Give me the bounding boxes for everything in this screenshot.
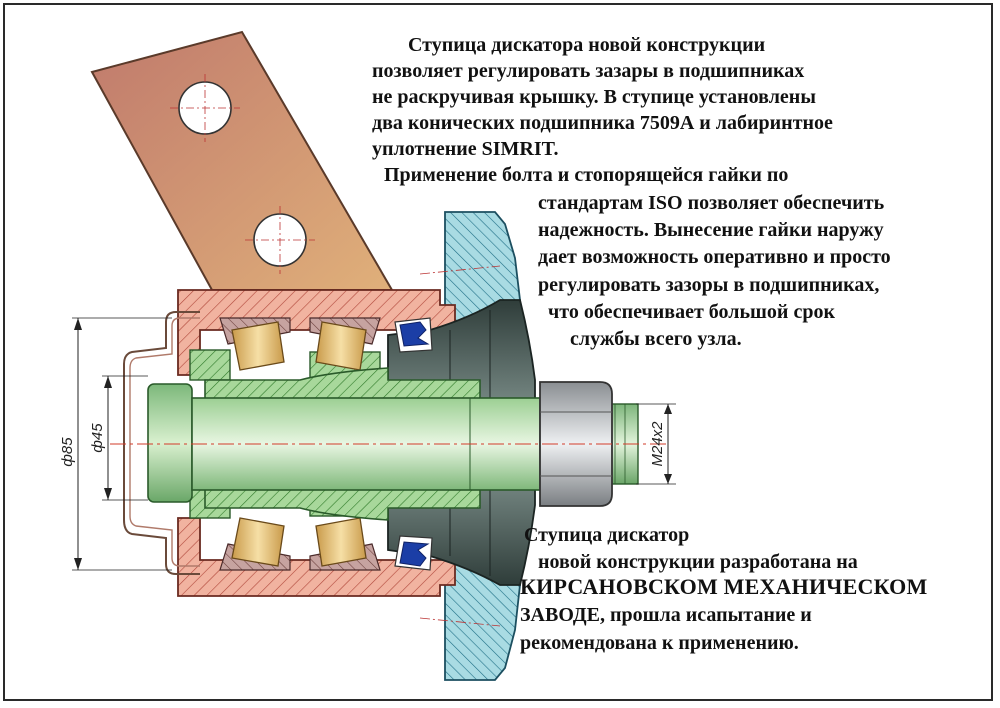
- dimension-lines: [72, 317, 676, 571]
- top-text-line-1: Ступица дискатора новой конструкции: [408, 34, 766, 56]
- labyrinth-seal: [394, 317, 433, 571]
- top-text-line-12: службы всего узла.: [570, 328, 742, 350]
- top-text-line-9: дает возможность оперативно и просто: [538, 246, 891, 268]
- top-text-line-11: что обеспечивает большой срок: [548, 301, 835, 323]
- bottom-text-line-3: КИРСАНОВСКОМ МЕХАНИЧЕСКОМ: [520, 574, 928, 599]
- top-text-line-4: два конических подшипника 7509А и лабири…: [372, 112, 833, 134]
- bottom-text-line-2: новой конструкции разработана на: [538, 551, 858, 573]
- top-text-line-2: позволяет регулировать зазары в подшипни…: [372, 60, 805, 82]
- top-text-line-8: надежность. Вынесение гайки наружу: [538, 219, 884, 241]
- bottom-text-line-5: рекомендована к применению.: [520, 632, 799, 654]
- dim-label-thread: M24x2: [649, 421, 666, 467]
- dim-label-inner: ф45: [89, 423, 106, 453]
- top-text-line-6: Применение болта и стопорящейся гайки по: [384, 164, 789, 186]
- page-frame: [3, 3, 993, 701]
- end-cap: [123, 311, 200, 575]
- top-text-line-10: регулировать зазоры в подшипниках,: [538, 274, 880, 296]
- hub-housing: [177, 289, 456, 597]
- dim-label-outer: ф85: [59, 437, 76, 467]
- top-text-line-7: стандартам ISO позволяет обеспечить: [538, 192, 885, 214]
- bottom-text-line-4: ЗАВОДЕ, прошла исапытание и: [520, 604, 812, 626]
- top-text-line-3: не раскручивая крышку. В ступице установ…: [372, 86, 816, 108]
- top-text-line-5: уплотнение SIMRIT.: [372, 138, 559, 160]
- bottom-text-line-1: Ступица дискатор: [524, 524, 690, 546]
- mounting-bracket: [90, 30, 394, 291]
